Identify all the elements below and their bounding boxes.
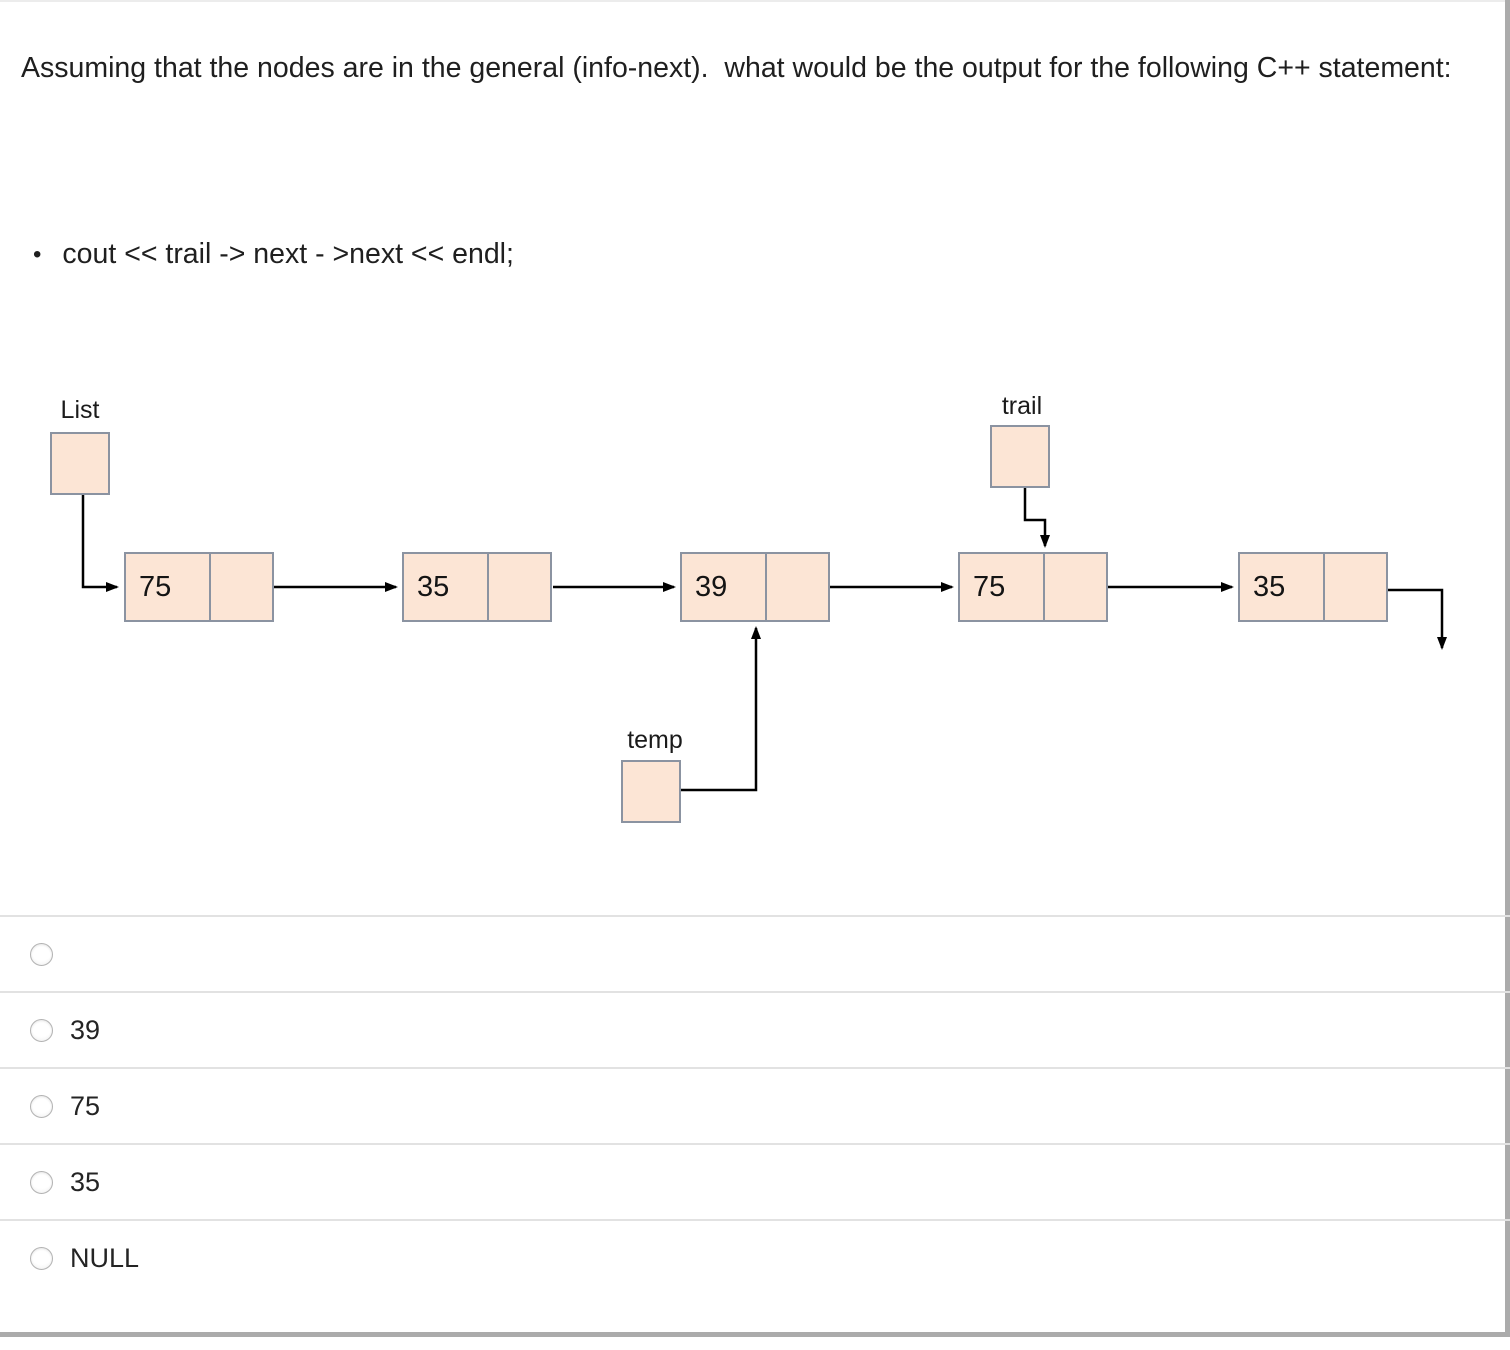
code-statement-line: • cout << trail -> next - >next << endl; [33, 238, 514, 271]
node-1-next [211, 554, 272, 620]
radio-button[interactable] [30, 1018, 53, 1042]
answer-option-label: 35 [70, 1166, 101, 1197]
node-4-next [1045, 554, 1106, 620]
answer-option-label: 39 [70, 1014, 101, 1045]
diagram-arrows [81, 488, 1447, 792]
node-3-info: 39 [682, 554, 767, 620]
node-3-next [767, 554, 828, 620]
node-3: 39 [680, 552, 830, 622]
arrow-list-to-node1 [81, 495, 119, 592]
list-pointer-box [50, 432, 110, 495]
arrow-temp-to-node3 [680, 626, 761, 792]
answer-option-label: 75 [70, 1090, 101, 1121]
node-4: 75 [958, 552, 1108, 622]
node-5: 35 [1238, 552, 1388, 622]
answer-option-row-1[interactable] [0, 915, 1510, 991]
temp-pointer-box [621, 760, 681, 823]
list-pointer-label: List [60, 396, 100, 424]
node-4-info: 75 [960, 554, 1045, 620]
page-top-border [0, 0, 1510, 2]
answer-option-row-3[interactable]: 75 [0, 1067, 1510, 1143]
radio-button[interactable] [30, 1246, 53, 1270]
bullet-icon: • [33, 240, 42, 268]
node-1: 75 [124, 552, 274, 622]
answer-option-row-2[interactable]: 39 [0, 991, 1510, 1067]
trail-pointer-label: trail [1001, 392, 1043, 420]
code-statement: cout << trail -> next - >next << endl; [62, 238, 514, 270]
page-right-border [1505, 0, 1510, 1337]
node-5-next [1325, 554, 1386, 620]
answer-option-label: NULL [70, 1242, 140, 1273]
node-2-next [489, 554, 550, 620]
answer-option-row-4[interactable]: 35 [0, 1143, 1510, 1219]
node-2: 35 [402, 552, 552, 622]
arrow-trail-to-node4 [1023, 488, 1050, 548]
temp-pointer-label: temp [627, 726, 683, 754]
radio-button[interactable] [30, 1094, 53, 1118]
trail-pointer-box [990, 425, 1050, 488]
linked-list-diagram: List trail temp 75 35 39 75 35 [0, 380, 1510, 850]
answer-options: 39 75 35 NULL [0, 915, 1510, 1295]
arrow-node5-to-null [1388, 588, 1447, 650]
radio-button[interactable] [30, 1170, 53, 1194]
page-bottom-border [0, 1332, 1510, 1337]
radio-button[interactable] [30, 942, 53, 966]
answer-option-row-5[interactable]: NULL [0, 1219, 1510, 1295]
node-2-info: 35 [404, 554, 489, 620]
question-text: Assuming that the nodes are in the gener… [21, 52, 1452, 84]
node-5-info: 35 [1240, 554, 1325, 620]
node-1-info: 75 [126, 554, 211, 620]
